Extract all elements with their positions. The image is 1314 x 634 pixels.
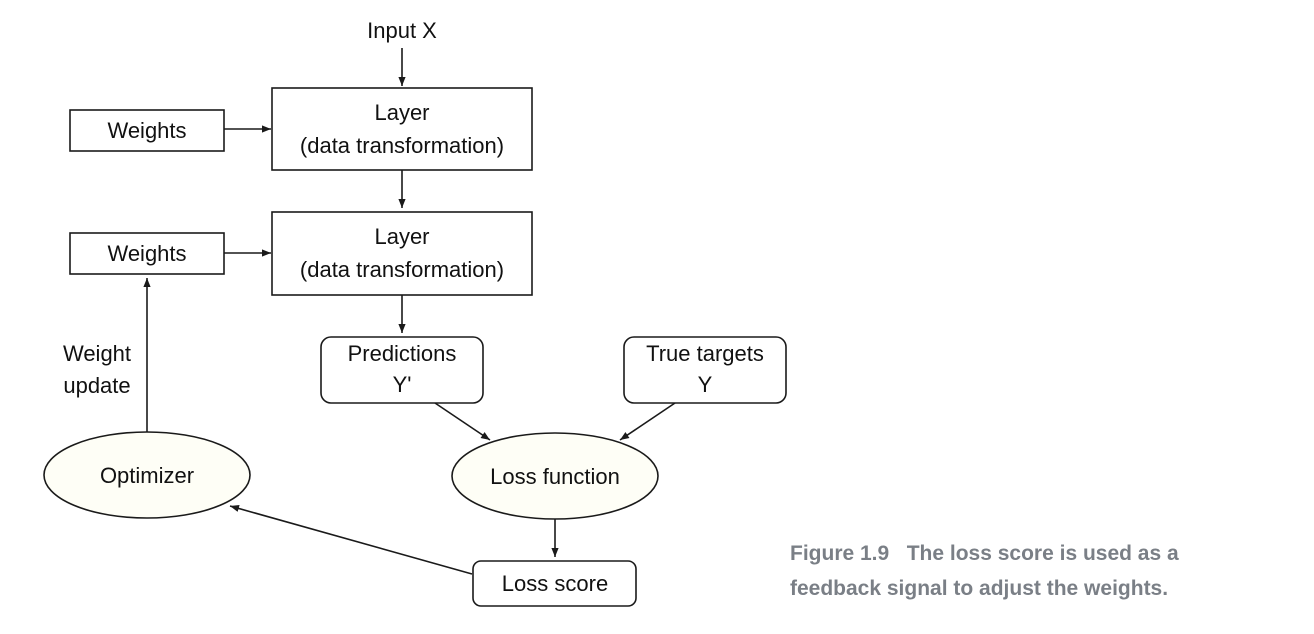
input-x-label: Input X [367,18,437,43]
layer-box-top: Layer (data transformation) [271,87,533,171]
layer-box-bottom: Layer (data transformation) [271,211,533,296]
weights-bottom-label: Weights [107,241,186,266]
weight-update-label-line2: update [63,373,130,398]
loss-function-node: Loss function [451,432,659,520]
caption-text-line2: feedback signal to adjust the weights. [790,577,1169,600]
predictions-title: Predictions [348,341,457,366]
weights-box-bottom: Weights [69,232,225,275]
caption-text-line1: The loss score is used as a [906,542,1179,565]
weights-box-top: Weights [69,109,225,152]
caption-line1: Figure 1.9 The loss score is used as a [790,536,1310,571]
optimizer-label: Optimizer [100,463,194,488]
optimizer-node: Optimizer [43,431,251,519]
figure-caption: Figure 1.9 The loss score is used as a f… [790,536,1310,606]
true-targets-box: True targets Y [623,336,787,404]
true-targets-symbol: Y [698,372,713,397]
loss-function-label: Loss function [490,464,620,489]
edges [143,48,676,575]
edge-score-to-optimizer [229,504,473,575]
caption-figure-label: Figure 1.9 [790,542,890,565]
predictions-box: Predictions Y' [320,336,484,404]
weight-update-label-line1: Weight [63,341,131,366]
weights-top-label: Weights [107,118,186,143]
predictions-symbol: Y' [393,372,412,397]
loss-score-label: Loss score [502,571,608,596]
caption-line2: feedback signal to adjust the weights. [790,571,1310,606]
edge-predictions-to-loss [434,402,491,441]
layer-bottom-subtitle: (data transformation) [300,257,504,282]
layer-top-title: Layer [374,100,429,125]
layer-top-subtitle: (data transformation) [300,133,504,158]
loss-score-box: Loss score [472,560,637,607]
true-targets-title: True targets [646,341,764,366]
layer-bottom-title: Layer [374,224,429,249]
edge-targets-to-loss [619,402,676,441]
